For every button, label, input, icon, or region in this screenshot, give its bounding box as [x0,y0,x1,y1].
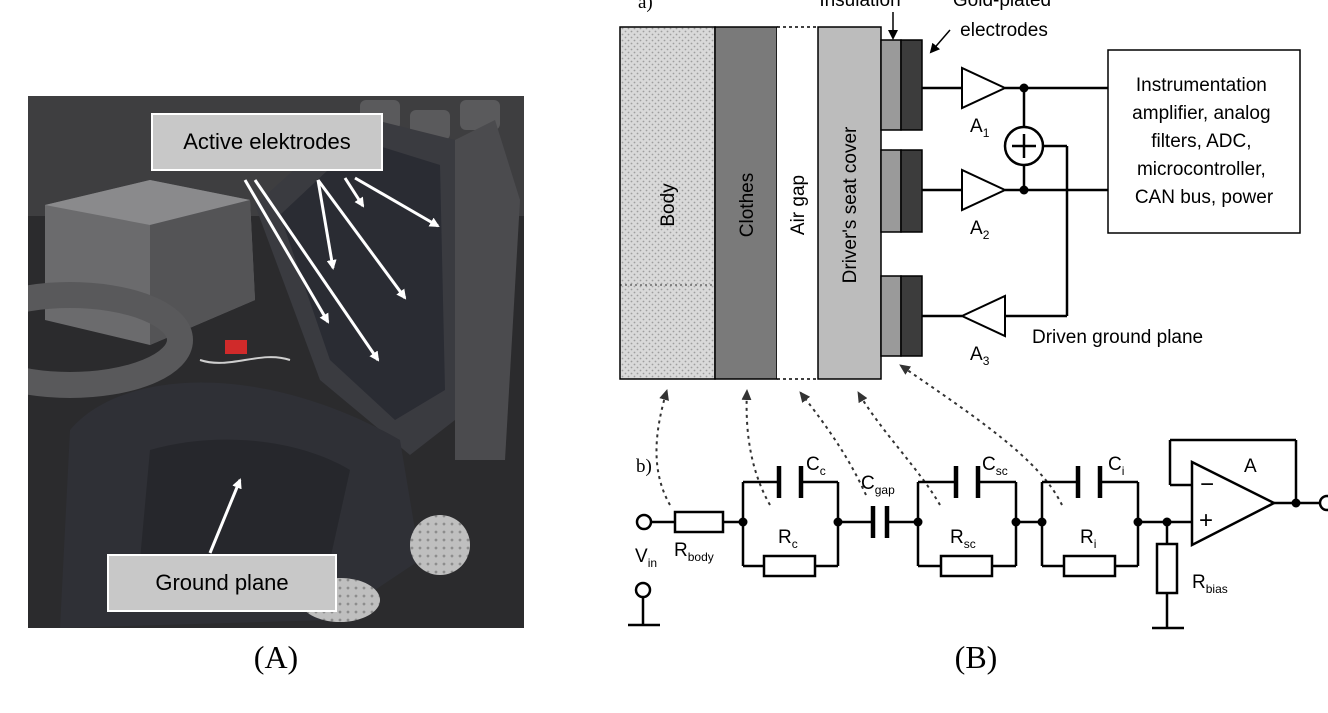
subfig-a-label: a) [638,0,653,13]
amplifier-a3 [959,294,1006,338]
resistor-rbias [1155,542,1179,595]
label-vin: Vin [635,546,657,570]
electrode-ground [880,275,923,357]
ground-plane-label: Ground plane [155,570,288,595]
opamp-plus: + [1199,507,1213,534]
opamp-minus: − [1200,471,1214,498]
electrode-1 [880,39,923,131]
seat-photo [28,96,524,628]
circuit-junctions [738,498,1301,527]
layer-air-gap-label: Air gap [788,175,809,235]
electrode-2 [880,149,923,233]
gold-plated-label-1: Gold-plated [953,0,1051,11]
output-terminal [1318,494,1328,512]
processing-box-text: Instrumentation amplifier, analog filter… [1132,75,1276,208]
opamp-a [1190,459,1277,548]
opamp-a-label: A [1244,456,1257,477]
amp-wiring [922,86,1108,318]
mapping-arrows [655,364,1063,506]
layer-body [619,26,716,380]
amp-a3-label: A3 [970,344,990,368]
driven-ground-plane-label: Driven ground plane [1032,327,1203,348]
label-rc: Rc [778,527,798,551]
capacitor-csc [953,466,981,498]
caption-b: (B) [955,639,998,675]
insulation-label: Insulation [819,0,900,11]
layer-body-label: Body [658,183,679,227]
layer-clothes-label: Clothes [737,173,758,237]
active-electrodes-label-box [151,113,383,171]
amp-a2-label: A2 [970,218,990,242]
vin-terminal [635,513,653,531]
ground-plane-arrow [208,478,242,554]
amplifier-a2 [961,168,1008,212]
label-ri: Ri [1080,527,1096,551]
ground-terminal [634,581,652,599]
capacitor-ci [1075,466,1103,498]
gold-plated-label-2: electrodes [960,20,1048,41]
caption-a: (A) [254,639,298,675]
processing-box [1107,49,1301,234]
label-rbias: Rbias [1192,572,1228,596]
label-cgap: Cgap [861,473,895,497]
summing-node [1003,125,1045,167]
label-rsc: Rsc [950,527,976,551]
resistor-rbody [673,510,725,534]
layer-seat-cover-label: Driver's seat cover [840,126,861,283]
layer-air-gap [777,27,818,379]
capacitor-cc [776,466,804,498]
subfig-b-label: b) [636,456,652,477]
capacitor-cgap [870,506,890,538]
label-csc: Csc [982,454,1008,478]
label-cc: Cc [806,454,826,478]
amplifier-a1 [961,66,1008,110]
amp-a1-label: A1 [970,116,990,140]
label-rbody: Rbody [674,540,714,564]
resistor-rc [762,554,817,578]
resistor-ri [1062,554,1117,578]
label-ci: Ci [1108,454,1124,478]
active-electrodes-label: Active elektrodes [183,129,351,154]
ground-plane-label-box [107,554,337,612]
active-electrode-arrows [243,176,440,362]
resistor-rsc [939,554,994,578]
